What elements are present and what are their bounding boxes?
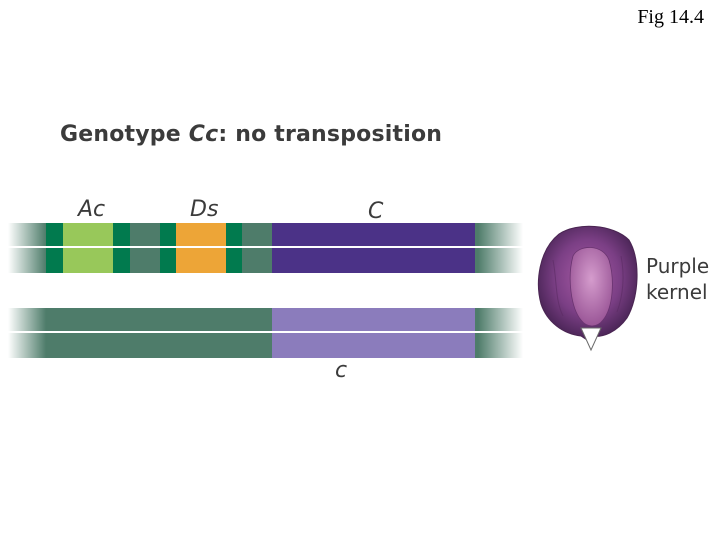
ac-flank-left [46,223,63,273]
figure-label: Fig 14.4 [637,6,704,29]
c-allele-segment [272,308,475,358]
genotype-title: Genotype Cc: no transposition [60,122,442,147]
ds-label: Ds [190,197,218,222]
title-prefix: Genotype [60,122,189,147]
strand-divider [8,331,523,333]
kernel-caption: Purple kernel [646,253,720,305]
chromosome-fade-left [8,308,46,358]
purple-kernel-image [533,220,641,352]
ac-element [63,223,113,273]
chromosome-C [8,223,523,273]
chromosome-fade-right [478,223,523,273]
ac-flank-right [113,223,130,273]
title-suffix: : no transposition [218,122,442,147]
ds-flank-right [226,223,242,273]
ac-label: Ac [78,197,105,222]
chromosome-fade-right [478,308,523,358]
chromosome-c [8,308,523,358]
C-allele-segment [272,223,475,273]
C-allele-label: C [368,199,383,224]
ds-flank-left [160,223,176,273]
kernel-caption-line1: Purple [646,253,720,279]
strand-divider [8,246,523,248]
kernel-caption-line2: kernel [646,279,720,305]
c-allele-label: c [335,358,347,383]
ds-element [176,223,226,273]
title-genotype: Cc [189,122,219,147]
chromosome-fade-left [8,223,46,273]
